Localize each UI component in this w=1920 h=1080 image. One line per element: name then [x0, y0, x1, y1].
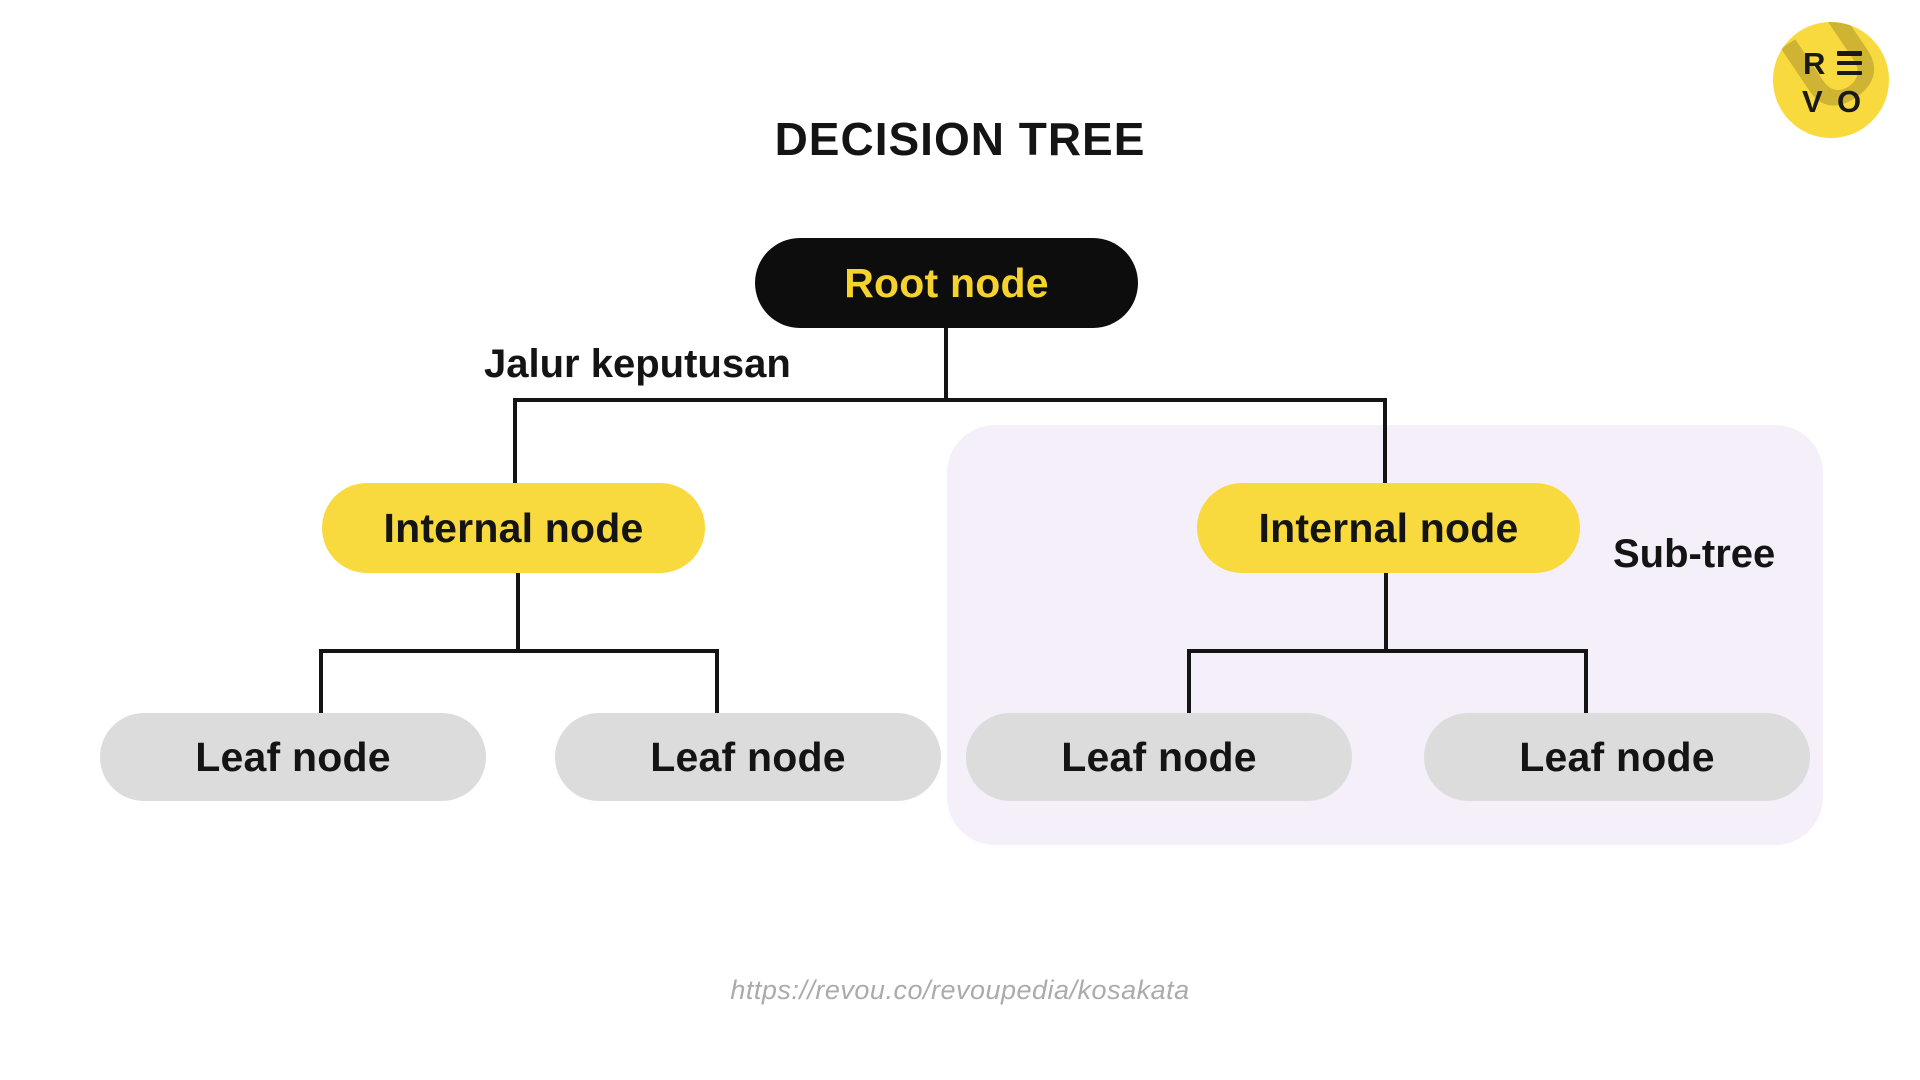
logo-letter-v: V — [1802, 84, 1823, 119]
logo-letter-r: R — [1803, 46, 1826, 81]
node-root: Root node — [755, 238, 1138, 328]
logo-letter-e-bars-icon — [1837, 51, 1862, 75]
page-title: DECISION TREE — [774, 113, 1146, 165]
connector-left-internal-vertical — [516, 571, 520, 653]
logo-letter-o: O — [1837, 84, 1862, 119]
connector-left-branch-horizontal — [319, 649, 719, 653]
connector-leaf1-drop — [319, 649, 323, 715]
node-internal-left: Internal node — [322, 483, 705, 573]
node-leaf-2: Leaf node — [555, 713, 941, 801]
footer-url: https://revou.co/revoupedia/kosakata — [730, 975, 1190, 1005]
decision-path-label: Jalur keputusan — [484, 342, 791, 386]
node-leaf-4: Leaf node — [1424, 713, 1810, 801]
node-leaf-1: Leaf node — [100, 713, 486, 801]
connector-left-internal-drop — [513, 398, 517, 485]
connector-root-vertical — [944, 328, 948, 400]
revou-logo: U R V O — [1773, 22, 1889, 138]
connector-right-internal-vertical — [1384, 571, 1388, 653]
node-internal-right: Internal node — [1197, 483, 1580, 573]
subtree-label: Sub-tree — [1613, 532, 1776, 576]
connector-right-internal-drop — [1383, 398, 1387, 485]
connector-leaf3-drop — [1187, 649, 1191, 715]
connector-leaf4-drop — [1584, 649, 1588, 715]
connector-leaf2-drop — [715, 649, 719, 715]
connector-top-horizontal — [513, 398, 1387, 402]
logo-u-watermark-icon: U — [1773, 22, 1889, 138]
connector-right-branch-horizontal — [1187, 649, 1588, 653]
node-leaf-3: Leaf node — [966, 713, 1352, 801]
